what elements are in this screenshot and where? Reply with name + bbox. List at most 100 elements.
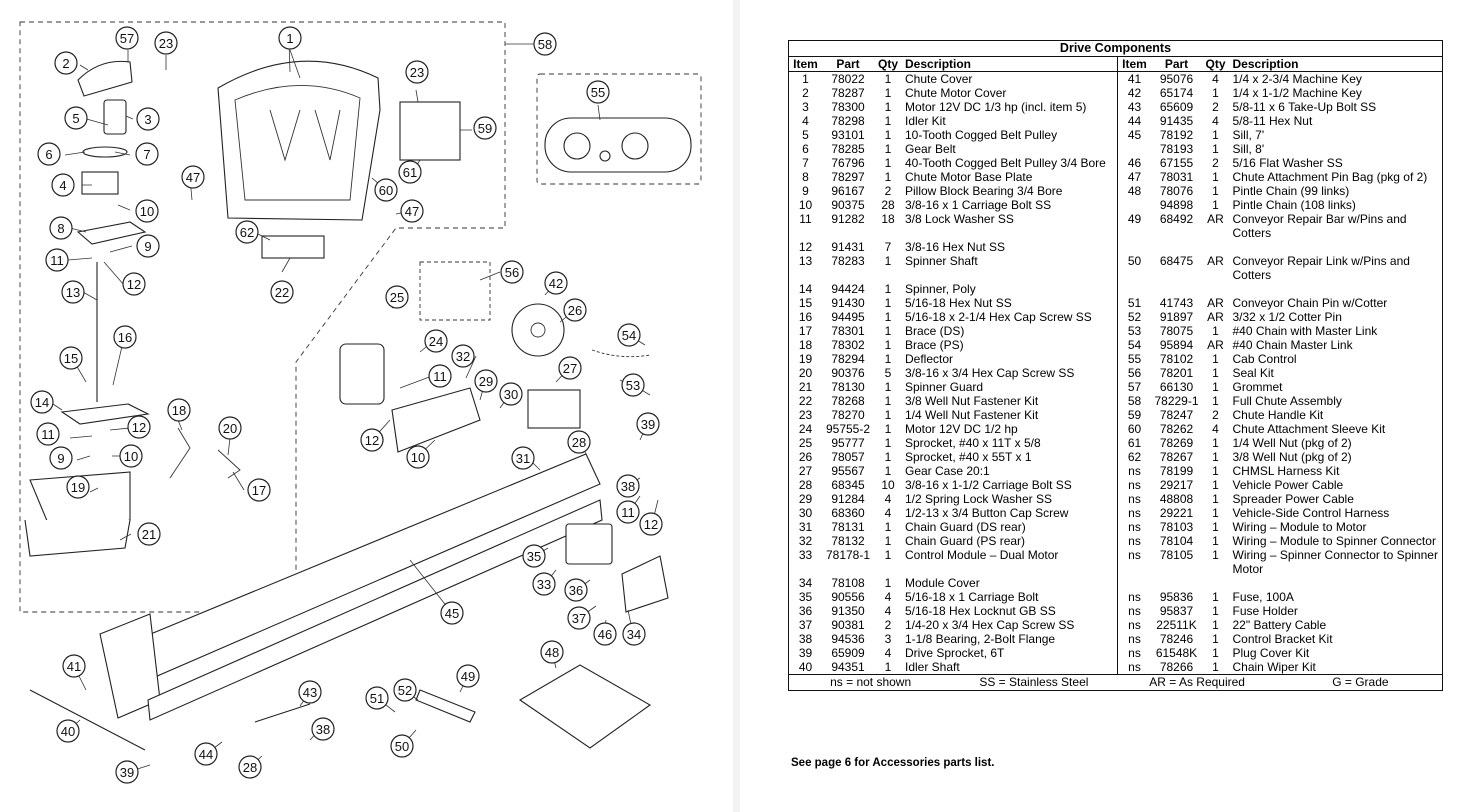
item-cell: 34 <box>798 576 813 590</box>
brace-ps-shape <box>169 427 191 479</box>
item-cell: 61 <box>1127 436 1142 450</box>
part-cell: 48808 <box>1159 492 1194 506</box>
callout-52: 52 <box>393 678 417 702</box>
take-up-bolt-shape <box>254 703 311 723</box>
description-cell: Sprocket, #40 x 11T x 5/8 <box>905 436 1041 450</box>
svg-text:55: 55 <box>591 85 605 100</box>
svg-text:30: 30 <box>504 387 518 402</box>
description-cell: 5/16-18 Hex Nut SS <box>905 296 1012 310</box>
spinner-motor-shape <box>339 343 385 405</box>
item-cell: 53 <box>1127 324 1142 338</box>
svg-text:37: 37 <box>572 611 586 626</box>
svg-text:9: 9 <box>144 239 151 254</box>
qty-cell: 5 <box>884 366 892 380</box>
qty-cell: 1 <box>1212 366 1219 380</box>
item-cell: 29 <box>798 492 813 506</box>
item-cell: 1 <box>802 72 809 86</box>
table-header-row: Item Part Qty Description Item Part Qty … <box>789 57 1442 72</box>
item-cell: 44 <box>1127 114 1142 128</box>
svg-text:16: 16 <box>118 330 132 345</box>
description-cell: 5/8-11 Hex Nut <box>1232 114 1313 128</box>
callout-12: 12 <box>122 272 146 296</box>
callout-29: 29 <box>474 369 498 393</box>
qty-cell: 1 <box>884 660 892 674</box>
sill-side-shape <box>147 499 603 721</box>
spinner-shape <box>60 403 150 425</box>
qty-cell: 1 <box>1212 646 1219 660</box>
svg-text:62: 62 <box>240 225 254 240</box>
pulley-6-shape <box>82 146 128 158</box>
description-cell: 3/32 x 1/2 Cotter Pin <box>1232 310 1342 324</box>
description-cell: Chute Cover <box>905 72 973 86</box>
svg-text:41: 41 <box>67 659 81 674</box>
callout-57: 57 <box>115 26 139 50</box>
description-cell: Fuse, 100A <box>1232 590 1294 604</box>
callout-45: 45 <box>440 601 464 625</box>
item-cell: 27 <box>798 464 813 478</box>
part-cell: 78178-1 <box>825 548 871 562</box>
description-cell: Conveyor Repair Link w/Pins and Cotters <box>1232 254 1410 282</box>
part-cell: 78104 <box>1159 534 1194 548</box>
svg-text:10: 10 <box>124 449 138 464</box>
qty-cell: 1 <box>1212 506 1219 520</box>
legend-g: G = Grade <box>1332 675 1389 689</box>
callout-30: 30 <box>499 382 523 406</box>
svg-text:23: 23 <box>159 36 173 51</box>
part-cell: 78266 <box>1159 660 1194 674</box>
item-cell: 52 <box>1127 310 1142 324</box>
description-cell: 1/4 x 1-1/2 Machine Key <box>1232 86 1362 100</box>
part-cell: 95777 <box>831 436 865 450</box>
part-cell: 68345 <box>831 478 865 492</box>
qty-cell <box>1202 576 1230 590</box>
item-cell: 4 <box>802 114 809 128</box>
qty-cell: 1 <box>884 422 892 436</box>
qty-cell: 1 <box>884 170 892 184</box>
description-cell: #40 Chain with Master Link <box>1232 324 1378 338</box>
svg-text:53: 53 <box>626 378 640 393</box>
part-cell: 78301 <box>831 324 865 338</box>
qty-cell: 1 <box>1212 534 1219 548</box>
svg-text:39: 39 <box>120 765 134 780</box>
qty-cell: 2 <box>1212 100 1219 114</box>
item-cell: 37 <box>798 618 813 632</box>
qty-cell: 1 <box>884 450 892 464</box>
header-part: Part <box>1164 57 1189 71</box>
part-cell <box>1152 282 1202 296</box>
part-cell: 95894 <box>1159 338 1194 352</box>
callout-47: 47 <box>181 165 205 189</box>
table-title: Drive Components <box>789 41 1442 57</box>
part-cell: 78229-1 <box>1154 394 1199 408</box>
callout-16: 16 <box>113 325 137 349</box>
callout-20: 20 <box>218 416 242 440</box>
qty-cell: 7 <box>884 240 892 254</box>
chute-rib <box>269 109 341 162</box>
qty-cell: 1 <box>1212 352 1219 366</box>
description-cell: Control Module – Dual Motor <box>905 548 1059 562</box>
description-cell: Plug Cover Kit <box>1232 646 1310 660</box>
description-cell: Control Bracket Kit <box>1232 632 1333 646</box>
callout-18: 18 <box>167 398 191 422</box>
svg-text:10: 10 <box>411 450 425 465</box>
part-cell: 78294 <box>831 352 865 366</box>
part-cell: 78031 <box>1159 170 1194 184</box>
description-cell: Motor 12V DC 1/2 hp <box>905 422 1018 436</box>
svg-text:4: 4 <box>59 178 66 193</box>
